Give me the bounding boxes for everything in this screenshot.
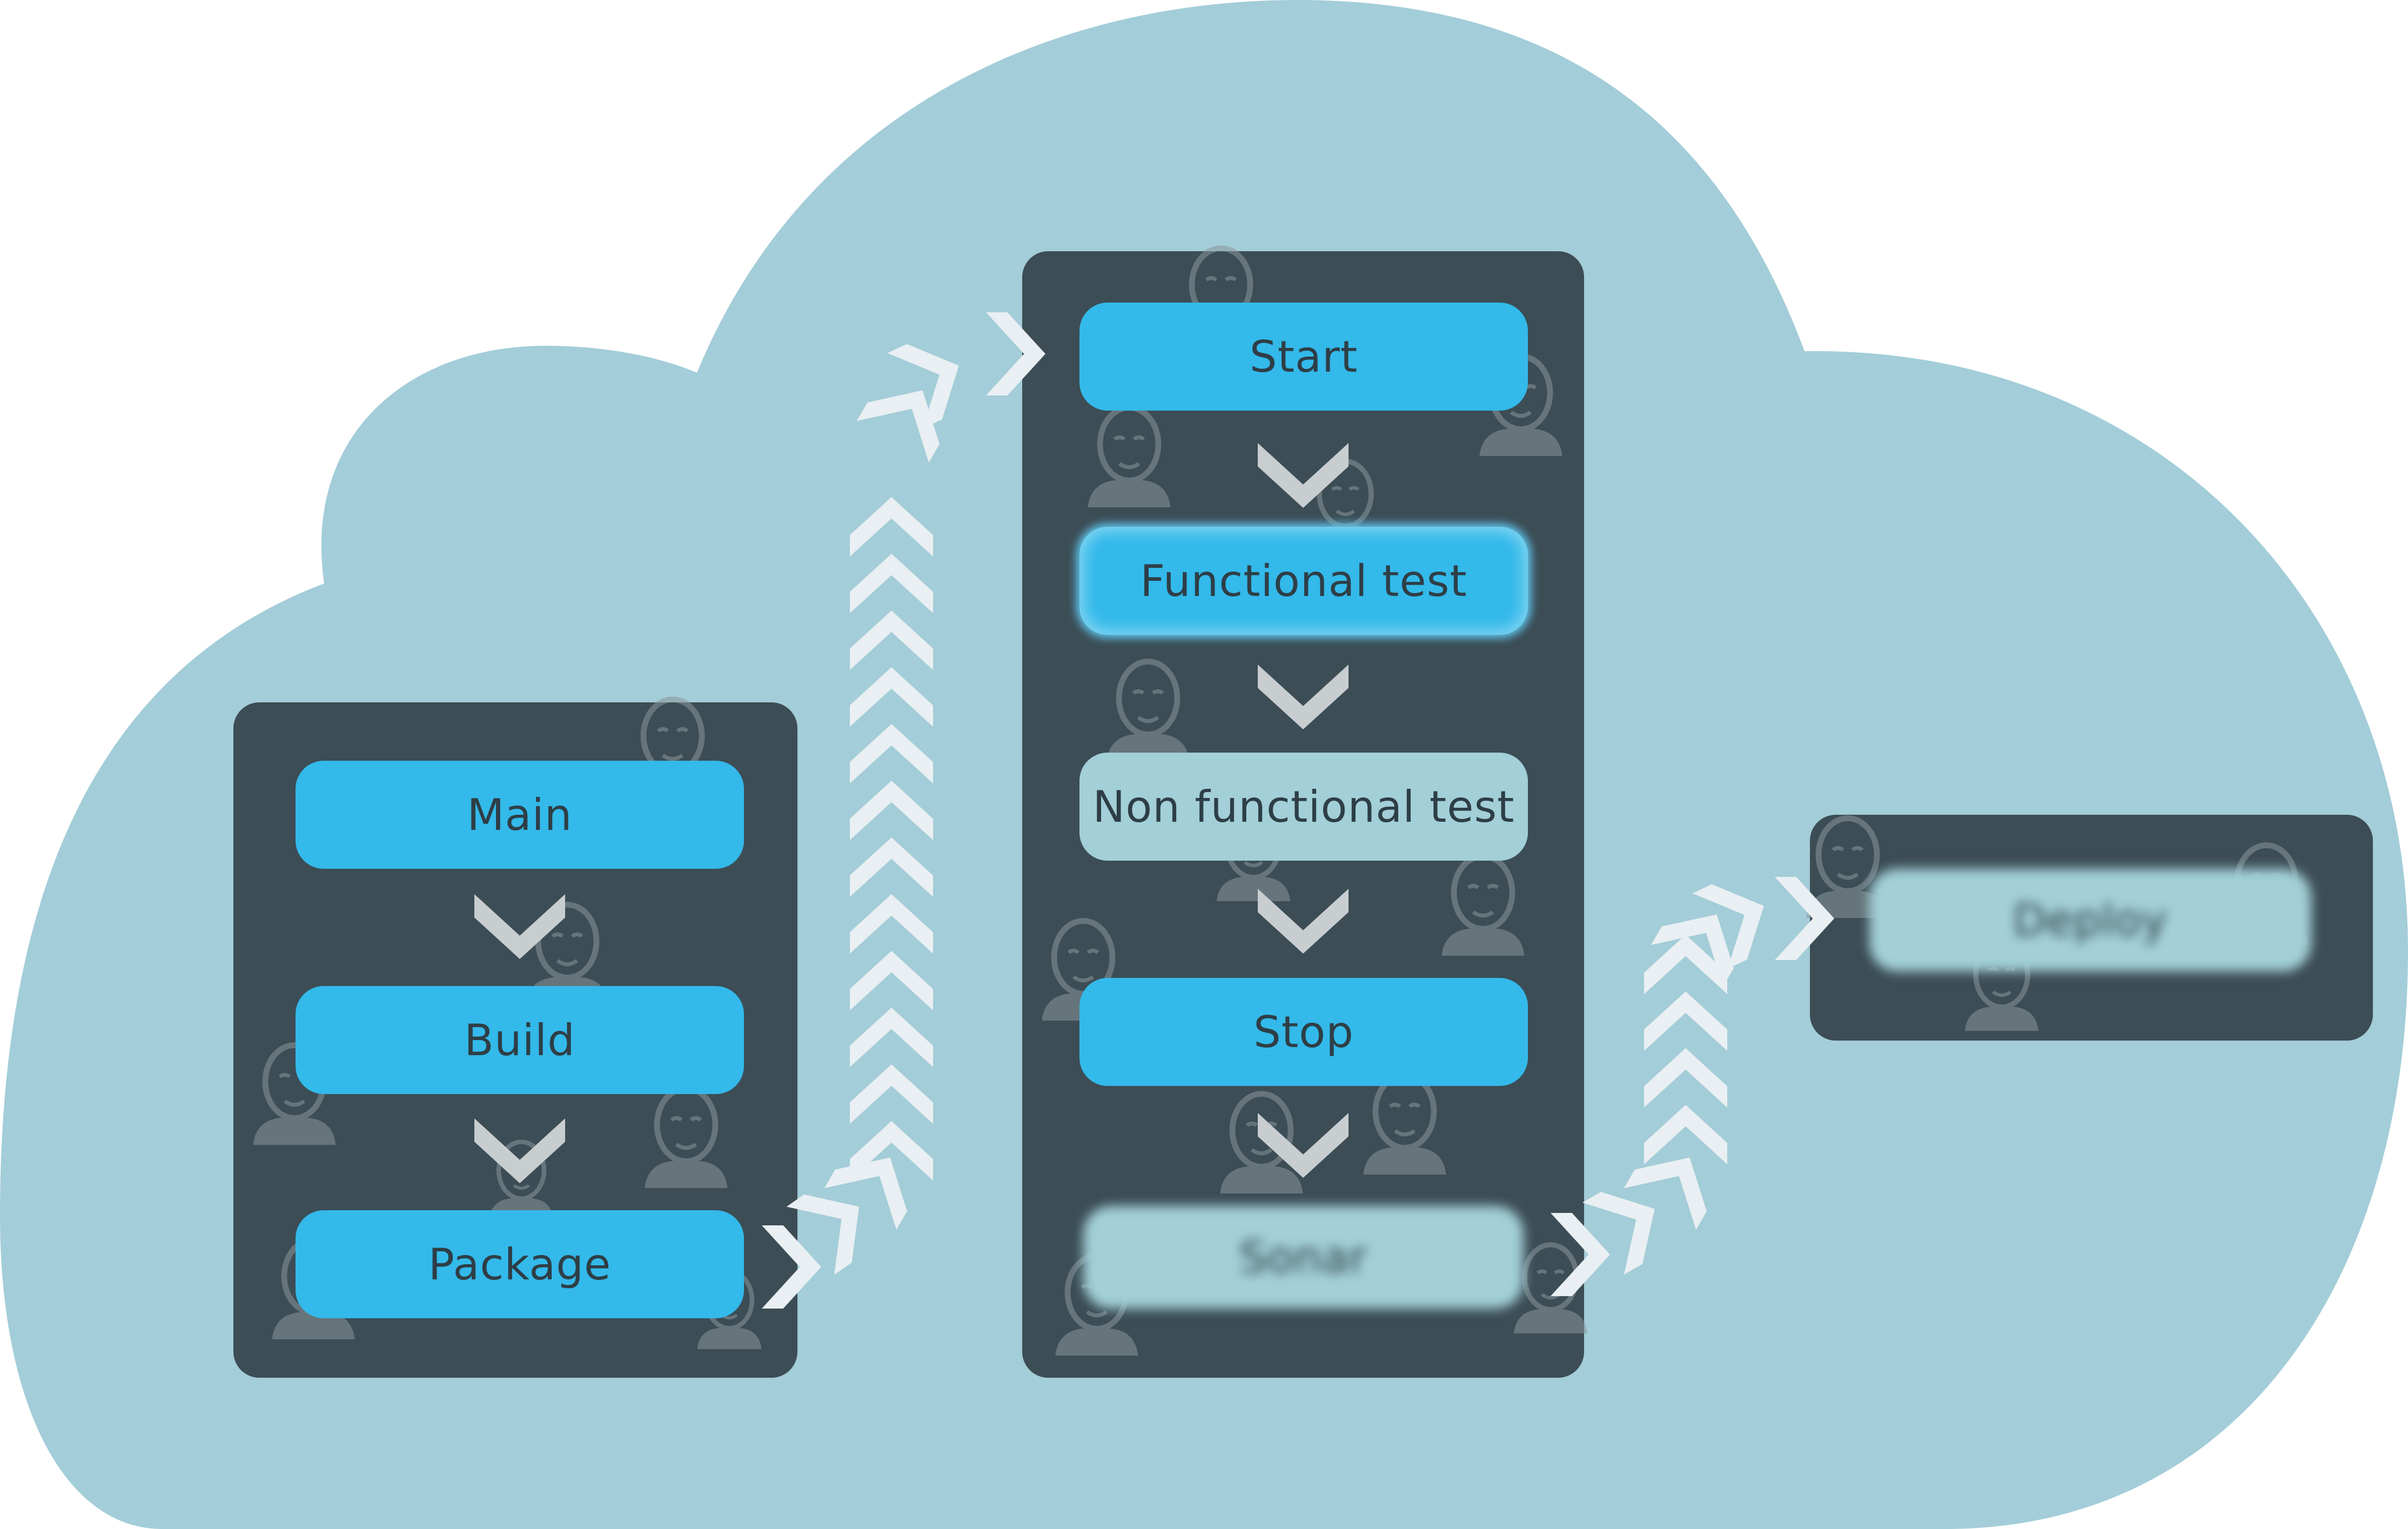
stage-build-label: Build [464, 1015, 575, 1065]
chevron-up-icon [856, 390, 940, 463]
chevron-right-icon [824, 1157, 907, 1230]
stage-main[interactable]: Main [296, 761, 744, 869]
chevron-down-icon [1258, 665, 1349, 729]
stage-start-label: Start [1249, 331, 1358, 382]
chevron-right-icon [986, 312, 1045, 395]
stage-package-label: Package [428, 1239, 612, 1290]
chevron-right-icon [1551, 1213, 1610, 1296]
chevron-down-icon [1258, 889, 1349, 954]
stage-start[interactable]: Start [1079, 303, 1528, 411]
chevron-up-icon [1624, 1157, 1707, 1230]
chevron-right-icon [887, 344, 959, 429]
stage-non-functional-test[interactable]: Non functional test [1079, 753, 1528, 861]
chevron-right-icon [1582, 1192, 1655, 1275]
stage-non-functional-test-label: Non functional test [1092, 781, 1515, 832]
stage-functional-test-label: Functional test [1140, 555, 1467, 606]
chevron-right-icon [762, 1225, 821, 1309]
chevron-up-icon [1651, 914, 1734, 987]
chevron-up-icon [1644, 991, 1727, 1051]
chevron-down-icon [474, 894, 565, 959]
stage-stop-label: Stop [1253, 1007, 1354, 1057]
chevron-up-icon [850, 667, 933, 727]
stage-package[interactable]: Package [296, 1210, 744, 1318]
stage-main-label: Main [467, 789, 573, 840]
chevron-up-icon [850, 1121, 933, 1181]
stage-deploy[interactable]: Deploy [1869, 869, 2311, 971]
chevron-up-icon [850, 894, 933, 954]
chevron-up-icon [850, 1008, 933, 1067]
chevron-up-icon [850, 497, 933, 556]
chevron-right-icon [1692, 884, 1764, 969]
stage-deploy-label: Deploy [2013, 895, 2168, 945]
chevron-down-icon [1258, 1113, 1349, 1178]
stage-build[interactable]: Build [296, 986, 744, 1094]
chevron-down-icon [1258, 443, 1349, 508]
chevron-down-icon [474, 1118, 565, 1183]
chevron-up-icon [850, 611, 933, 670]
chevron-up-icon [850, 837, 933, 897]
chevron-up-icon [1644, 1048, 1727, 1108]
stage-sonar-label: Sonar [1239, 1232, 1368, 1283]
chevron-up-icon [850, 781, 933, 840]
chevron-right-icon [1775, 877, 1834, 960]
stage-stop[interactable]: Stop [1079, 978, 1528, 1086]
butler-mascot-icon [1441, 853, 1525, 956]
chevron-up-icon [1644, 935, 1727, 994]
chevron-up-icon [1644, 1105, 1727, 1164]
stage-functional-test[interactable]: Functional test [1079, 527, 1528, 635]
butler-mascot-icon [1220, 1091, 1303, 1193]
chevron-up-icon [850, 951, 933, 1010]
chevron-up-icon [850, 554, 933, 613]
chevron-up-icon [850, 724, 933, 783]
stage-sonar[interactable]: Sonar [1083, 1206, 1524, 1309]
chevron-right-icon [786, 1194, 860, 1275]
chevron-up-icon [850, 1064, 933, 1124]
